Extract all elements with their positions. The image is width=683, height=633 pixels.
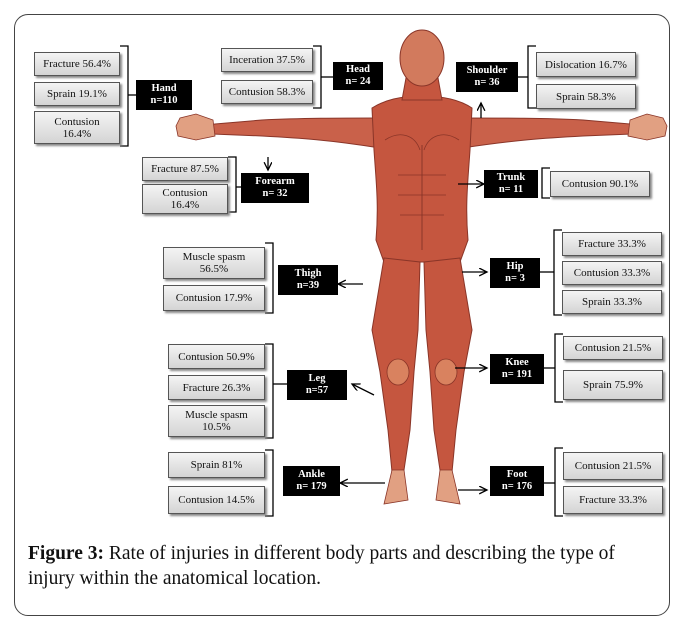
trunk-count: n= 11 <box>499 184 523 196</box>
trunk-label: Trunk n= 11 <box>484 170 538 198</box>
right-hand <box>628 114 667 140</box>
leg-injury-fracture: Fracture 26.3% <box>168 375 265 400</box>
shoulder-injury-sprain: Sprain 58.3% <box>536 84 636 109</box>
thigh-label: Thigh n=39 <box>278 265 338 295</box>
forearm-label: Forearm n= 32 <box>241 173 309 203</box>
hip-label: Hip n= 3 <box>490 258 540 288</box>
hip-injury-fracture: Fracture 33.3% <box>562 232 662 256</box>
hand-label: Hand n=110 <box>136 80 192 110</box>
leg-injury-contusion: Contusion 50.9% <box>168 344 265 369</box>
trunk-injury-contusion: Contusion 90.1% <box>550 171 650 197</box>
figure-caption: Figure 3: Rate of injuries in different … <box>28 541 658 591</box>
hip-injury-sprain: Sprain 33.3% <box>562 290 662 314</box>
leg-name: Leg <box>309 373 326 385</box>
leg-injury-muscle-spasm: Muscle spasm 10.5% <box>168 405 265 437</box>
left-foot <box>384 470 408 504</box>
foot-name: Foot <box>507 469 527 481</box>
caption-label: Figure 3: <box>28 543 104 564</box>
knee-injury-sprain: Sprain 75.9% <box>563 370 663 400</box>
forearm-count: n= 32 <box>263 188 288 200</box>
ankle-injury-contusion: Contusion 14.5% <box>168 486 265 514</box>
head <box>400 30 444 86</box>
ankle-label: Ankle n= 179 <box>283 466 340 496</box>
right-foot <box>436 470 460 504</box>
foot-label: Foot n= 176 <box>490 466 544 496</box>
knee-name: Knee <box>505 357 528 369</box>
head-name: Head <box>346 64 370 76</box>
forearm-injury-fracture: Fracture 87.5% <box>142 157 228 181</box>
hand-name: Hand <box>151 83 176 95</box>
leg-label: Leg n=57 <box>287 370 347 400</box>
head-injury-inceration: Inceration 37.5% <box>221 48 313 72</box>
hip-name: Hip <box>507 261 524 273</box>
ankle-count: n= 179 <box>296 481 326 493</box>
knee-count: n= 191 <box>502 369 532 381</box>
thigh-count: n=39 <box>297 280 319 292</box>
knee-label: Knee n= 191 <box>490 354 544 384</box>
shoulder-injury-dislocation: Dislocation 16.7% <box>536 52 636 77</box>
hip-count: n= 3 <box>505 273 525 285</box>
hand-injury-sprain: Sprain 19.1% <box>34 82 120 106</box>
head-count: n= 24 <box>346 76 371 88</box>
hand-injury-fracture: Fracture 56.4% <box>34 52 120 76</box>
hand-injury-contusion: Contusion 16.4% <box>34 111 120 144</box>
trunk-name: Trunk <box>497 172 525 184</box>
forearm-name: Forearm <box>255 176 294 188</box>
caption-text: Rate of injuries in different body parts… <box>28 543 615 589</box>
ankle-name: Ankle <box>298 469 325 481</box>
thigh-name: Thigh <box>295 268 322 280</box>
foot-injury-fracture: Fracture 33.3% <box>563 486 663 514</box>
left-hand <box>176 114 215 140</box>
head-label: Head n= 24 <box>333 62 383 90</box>
ankle-injury-sprain: Sprain 81% <box>168 452 265 478</box>
foot-count: n= 176 <box>502 481 532 493</box>
forearm-injury-contusion: Contusion 16.4% <box>142 184 228 214</box>
hand-count: n=110 <box>151 95 178 107</box>
shoulder-name: Shoulder <box>467 65 508 77</box>
hip-injury-contusion: Contusion 33.3% <box>562 261 662 285</box>
knee-injury-contusion: Contusion 21.5% <box>563 336 663 360</box>
thigh-injury-muscle-spasm: Muscle spasm 56.5% <box>163 247 265 279</box>
shoulder-label: Shoulder n= 36 <box>456 62 518 92</box>
foot-injury-contusion: Contusion 21.5% <box>563 452 663 480</box>
head-injury-contusion: Contusion 58.3% <box>221 80 313 104</box>
shoulder-count: n= 36 <box>475 77 500 89</box>
thigh-injury-contusion: Contusion 17.9% <box>163 285 265 311</box>
leg-count: n=57 <box>306 385 328 397</box>
